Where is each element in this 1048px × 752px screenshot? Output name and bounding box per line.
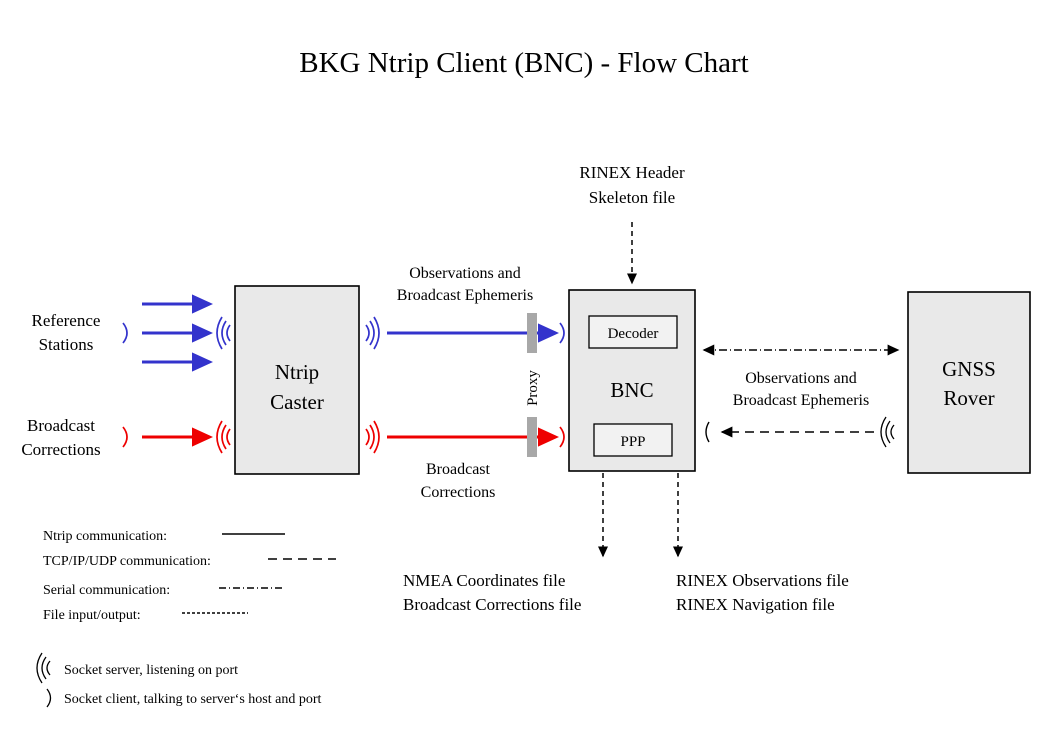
legend-item-label-0: Ntrip communication: — [43, 529, 167, 544]
legend-socket-label-0: Socket server, listening on port — [64, 663, 238, 678]
socket-client-icon-reference-stations — [122, 322, 128, 344]
node-bnc-ppp[interactable] — [593, 423, 673, 457]
bnc-label: BNC — [610, 378, 653, 402]
socket-server-icon-caster-obs-input — [216, 316, 231, 350]
node-gnss-rover[interactable] — [907, 291, 1031, 474]
nmea-output-label-line1: NMEA Coordinates file — [403, 571, 565, 590]
broadcast-corrections-label-line1: Broadcast — [27, 416, 95, 435]
skeleton-file-label-line1: RINEX Header — [579, 163, 685, 182]
socket-server-icon-legend — [36, 652, 51, 684]
skeleton-file-label-line2: Skeleton file — [589, 188, 675, 207]
nmea-output-label-line2: Broadcast Corrections file — [403, 595, 581, 614]
proxy-bar-top — [527, 313, 537, 353]
bnc-rover-label-line2: Broadcast Ephemeris — [733, 392, 869, 409]
reference-stations-label-line2: Stations — [39, 335, 94, 354]
node-ntrip-caster[interactable] — [234, 285, 360, 475]
socket-client-icon-bnc-rover-input — [705, 421, 710, 443]
socket-server-icon-rover-output — [880, 416, 895, 448]
reference-stations-label-line1: Reference — [32, 311, 101, 330]
gnss-rover-label-line1: GNSS — [942, 357, 996, 381]
ntrip-caster-label-line1: Ntrip — [275, 360, 319, 384]
socket-server-icon-caster-corr-output — [365, 420, 380, 454]
socket-client-icon-bnc-obs-input — [559, 322, 565, 344]
bnc-decoder-label: Decoder — [608, 326, 659, 342]
ntrip-caster-label-line2: Caster — [270, 390, 324, 414]
bnc-ppp-label: PPP — [620, 434, 645, 450]
node-bnc-decoder[interactable] — [588, 315, 678, 349]
caster-bnc-corr-label-line2: Corrections — [421, 484, 496, 501]
broadcast-corrections-label-line2: Corrections — [21, 440, 100, 459]
socket-server-icon-caster-obs-output — [365, 316, 380, 350]
socket-client-icon-bnc-corr-input — [559, 426, 565, 448]
caster-bnc-obs-label-line1: Observations and — [409, 265, 521, 282]
legend-socket-label-1: Socket client, talking to server‘s host … — [64, 692, 321, 707]
socket-client-icon-broadcast-corrections — [122, 426, 128, 448]
socket-server-icon-caster-corr-input — [216, 420, 231, 454]
legend-item-label-1: TCP/IP/UDP communication: — [43, 554, 211, 569]
bnc-rover-label-line1: Observations and — [745, 370, 857, 387]
rinex-output-label-line1: RINEX Observations file — [676, 571, 849, 590]
gnss-rover-label-line2: Rover — [943, 386, 994, 410]
caster-bnc-obs-label-line2: Broadcast Ephemeris — [397, 287, 533, 304]
rinex-output-label-line2: RINEX Navigation file — [676, 595, 835, 614]
proxy-label: Proxy — [525, 370, 541, 406]
caster-bnc-corr-label-line1: Broadcast — [426, 461, 491, 478]
proxy-bar-bottom — [527, 417, 537, 457]
legend-item-label-2: Serial communication: — [43, 583, 170, 598]
page-title: BKG Ntrip Client (BNC) - Flow Chart — [299, 47, 749, 79]
legend-item-label-3: File input/output: — [43, 608, 141, 623]
socket-client-icon-legend — [46, 688, 52, 708]
